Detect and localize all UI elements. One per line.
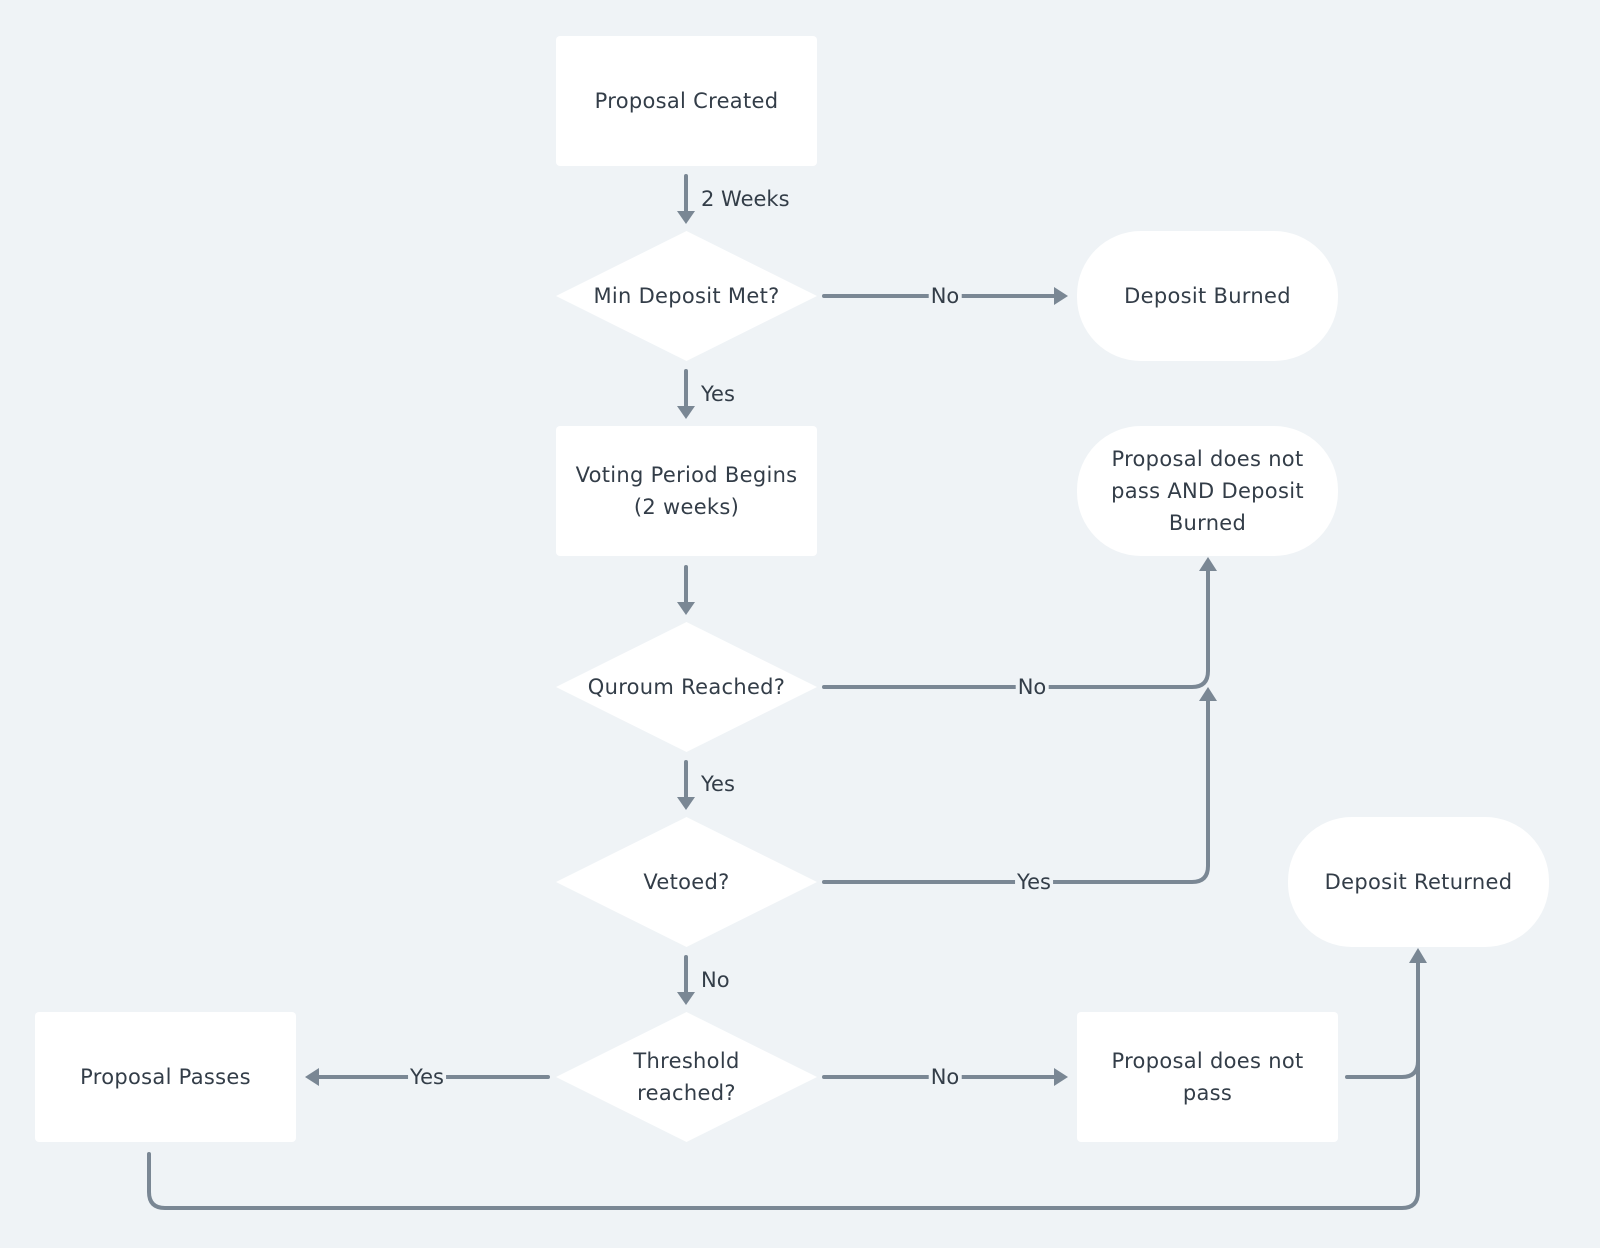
diamond-shape	[556, 1012, 817, 1142]
arrowhead	[1199, 557, 1217, 571]
arrowhead	[1199, 687, 1217, 701]
arrowhead	[677, 602, 695, 615]
node-label: Proposal does not pass AND Deposit Burne…	[1111, 447, 1304, 535]
arrowhead	[1409, 948, 1427, 963]
node-deposit-burned: Deposit Burned	[1077, 231, 1338, 361]
edge-vetoed-yes	[822, 698, 1210, 884]
edge-label-vetoed-no: No	[701, 968, 730, 992]
edge-label-deposit-no: No	[928, 284, 962, 308]
node-proposal-passes: Proposal Passes	[35, 1012, 296, 1142]
node-label: Deposit Returned	[1324, 870, 1513, 894]
node-vetoed-decision: Vetoed?	[556, 817, 817, 947]
node-label: Vetoed?	[643, 870, 730, 894]
edge-label-2-weeks: 2 Weeks	[701, 187, 790, 211]
arrowhead	[677, 797, 695, 810]
arrowhead	[677, 992, 695, 1005]
edge-label-deposit-yes: Yes	[701, 382, 735, 406]
node-deposit-returned: Deposit Returned	[1288, 817, 1549, 947]
edge-label-quorum-no: No	[1015, 675, 1049, 699]
diamond-shape	[556, 622, 817, 752]
edge-label-threshold-yes: Yes	[408, 1065, 446, 1089]
node-label: Threshold reached?	[633, 1049, 740, 1105]
node-label: Quroum Reached?	[587, 675, 786, 699]
node-threshold-decision: Threshold reached?	[556, 1012, 817, 1142]
node-label: Deposit Burned	[1124, 284, 1291, 308]
edge-passes-to-returned	[147, 960, 1420, 1210]
node-proposal-created: Proposal Created	[556, 36, 817, 166]
node-label: Proposal Passes	[80, 1065, 251, 1089]
node-min-deposit-decision: Min Deposit Met?	[556, 231, 817, 361]
diamond-shape	[556, 817, 817, 947]
node-label: Min Deposit Met?	[593, 284, 780, 308]
node-quorum-decision: Quroum Reached?	[556, 622, 817, 752]
arrowhead	[1054, 1068, 1068, 1086]
node-does-not-pass: Proposal does not pass	[1077, 1012, 1338, 1142]
arrowhead	[1054, 287, 1068, 305]
node-label: Voting Period Begins (2 weeks)	[575, 463, 798, 519]
edge-label-threshold-no: No	[928, 1065, 962, 1089]
node-not-pass-burned: Proposal does not pass AND Deposit Burne…	[1077, 426, 1338, 556]
edge-quorum-no	[822, 568, 1210, 689]
edge-notpass-to-returned	[1345, 960, 1420, 1079]
edge-label-quorum-yes: Yes	[701, 772, 735, 796]
node-label: Proposal Created	[594, 89, 779, 113]
node-label: Proposal does not pass	[1111, 1049, 1304, 1105]
edge-label-vetoed-yes: Yes	[1015, 870, 1053, 894]
arrowhead	[677, 406, 695, 419]
arrowhead	[305, 1068, 319, 1086]
diamond-shape	[556, 231, 817, 361]
arrowhead	[677, 211, 695, 224]
node-voting-period: Voting Period Begins (2 weeks)	[556, 426, 817, 556]
